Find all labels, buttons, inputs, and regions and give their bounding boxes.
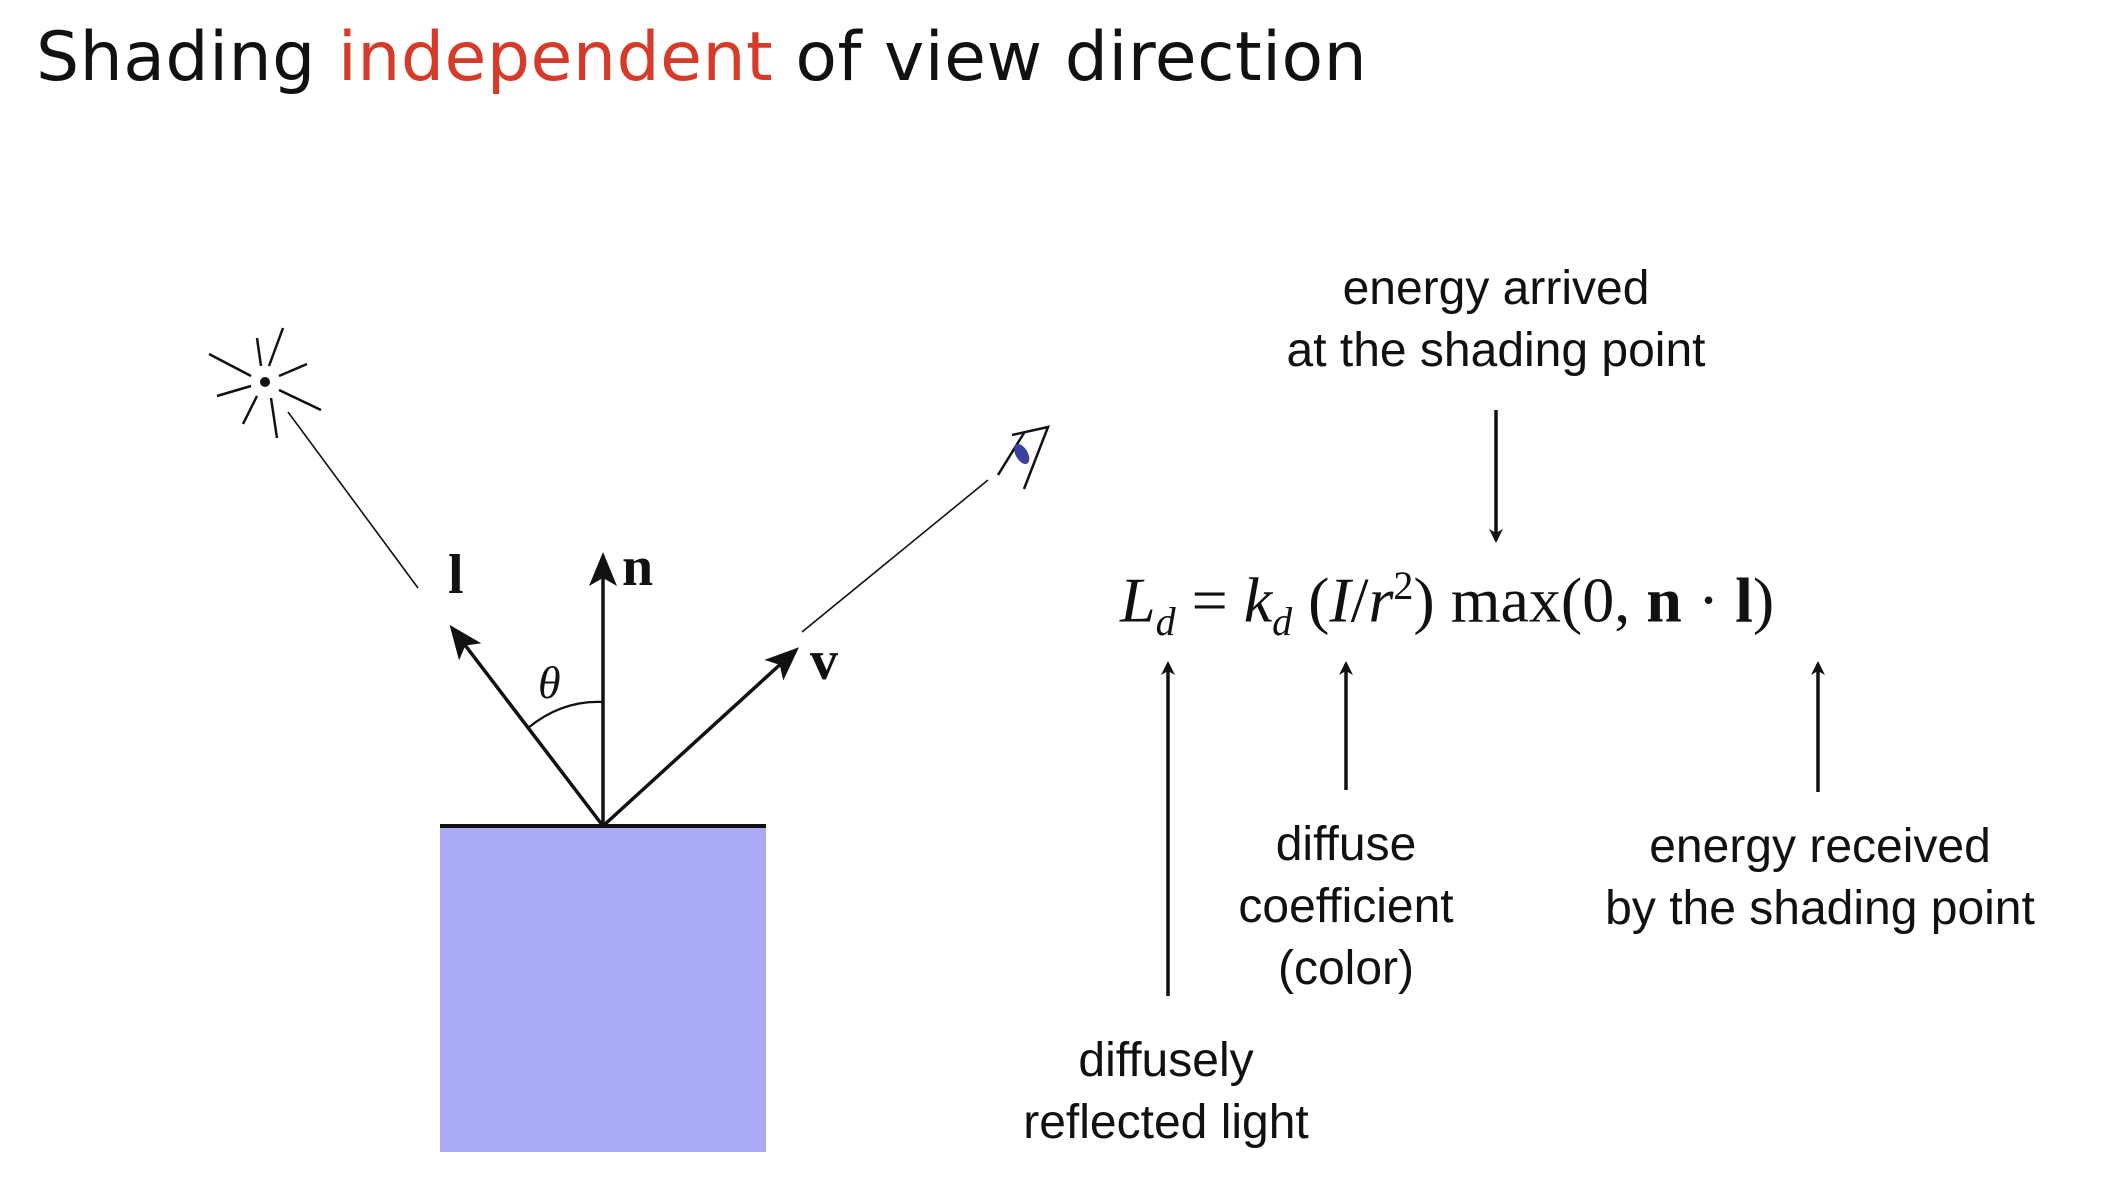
eq-args-close: ) [1752,564,1775,636]
annotation-diffuse-coefficient-line2: coefficient [1238,880,1454,933]
annotation-energy-arrived: energy arrived at the shading point [1240,258,1752,382]
eq-args-open: (0, [1560,564,1631,636]
annotation-energy-arrived-line1: energy arrived [1342,262,1650,315]
light-ray-line [287,411,419,589]
annotation-diffuse-coefficient: diffuse coefficient (color) [1196,814,1496,1000]
eq-lhs: L [1120,564,1156,636]
eq-equals: = [1191,564,1228,636]
annotation-diffuse-coefficient-line3: (color) [1277,942,1414,995]
eq-lhs-sub: d [1155,599,1176,645]
annotation-diffusely-reflected: diffusely reflected light [976,1030,1356,1154]
view-ray-line [801,479,989,633]
light-source-icon [208,327,322,439]
normal-vector-label: n [622,536,654,598]
theta-label: θ [538,657,561,708]
surface-block [440,826,766,1152]
theta-arc [527,700,604,729]
annotation-energy-received: energy received by the shading point [1560,816,2080,940]
annotation-diffusely-reflected-line2: reflected light [1023,1096,1309,1149]
eq-l: l [1735,564,1753,636]
eq-radius: r [1368,564,1394,636]
eye-icon [996,425,1051,490]
view-vector-label: v [810,630,838,692]
eq-n: n [1646,564,1682,636]
slide-title: Shading independent of view direction [36,18,1367,97]
annotation-energy-received-line1: energy received [1649,820,1991,873]
annotation-energy-arrived-line2: at the shading point [1286,324,1706,377]
title-suffix: of view direction [795,18,1368,97]
eq-coef-sub: d [1272,599,1293,645]
light-vector-label: l [448,544,464,606]
eq-slash: / [1350,564,1369,636]
eq-dot: · [1697,564,1720,636]
eq-coef: k [1243,564,1273,636]
eq-power: 2 [1393,563,1414,608]
title-prefix: Shading [36,18,316,97]
diffuse-equation: Ld = kd (I/r2) max(0, n · l) [1120,562,1774,645]
annotation-diffusely-reflected-line1: diffusely [1078,1034,1254,1087]
eq-intensity: I [1329,564,1351,636]
eq-max: max [1450,564,1561,636]
eq-open-paren: ( [1308,564,1330,636]
eq-close-paren: ) [1413,564,1435,636]
annotation-energy-received-line2: by the shading point [1605,882,2035,935]
title-accent: independent [337,18,774,97]
view-vector-arrow [601,647,799,828]
annotation-diffuse-coefficient-line1: diffuse [1275,818,1417,871]
